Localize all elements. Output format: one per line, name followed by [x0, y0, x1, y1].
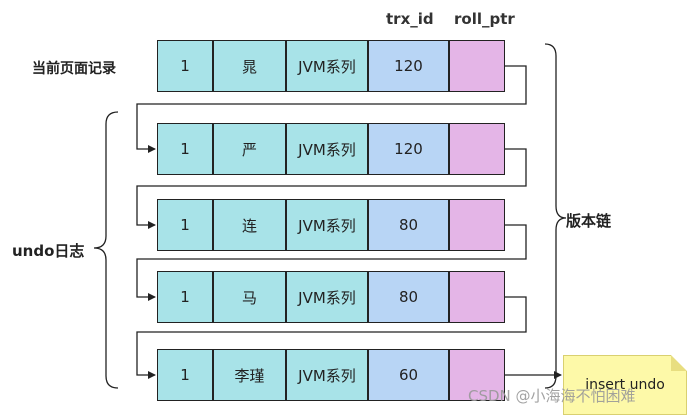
undo-log-label: undo日志: [12, 242, 85, 260]
record-trx-id-cell: 60: [368, 349, 449, 401]
roll-ptr-arrow: [136, 65, 527, 153]
version-chain-brace: [544, 43, 567, 389]
record-name-cell: 李瑾: [213, 349, 286, 401]
undo-log-brace: [93, 111, 119, 389]
record-roll-ptr-cell: [449, 271, 505, 323]
current-record-label: 当前页面记录: [32, 61, 116, 77]
watermark: CSDN @小海海不怕困难: [468, 387, 636, 405]
record-trx-id-cell: 120: [368, 40, 449, 92]
record-series-cell: JVM系列: [286, 40, 368, 92]
record-roll-ptr-cell: [449, 349, 505, 401]
record-roll-ptr-cell: [449, 123, 505, 175]
record-id-cell: 1: [157, 40, 213, 92]
trx-id-header: trx_id: [386, 10, 434, 28]
record-id-cell: 1: [157, 349, 213, 401]
roll-ptr-arrow: [136, 148, 527, 229]
record-series-cell: JVM系列: [286, 123, 368, 175]
roll-ptr-header: roll_ptr: [454, 10, 515, 28]
version-chain-label: 版本链: [566, 212, 612, 230]
record-trx-id-cell: 120: [368, 123, 449, 175]
record-id-cell: 1: [157, 271, 213, 323]
roll-ptr-arrow: [136, 296, 527, 379]
record-name-cell: 严: [213, 123, 286, 175]
record-name-cell: 连: [213, 199, 286, 251]
record-id-cell: 1: [157, 199, 213, 251]
record-name-cell: 马: [213, 271, 286, 323]
insert-undo-label: insert undo: [585, 377, 665, 393]
insert-undo-note: insert undo: [563, 355, 687, 415]
record-series-cell: JVM系列: [286, 199, 368, 251]
roll-ptr-arrow: [136, 224, 527, 301]
record-series-cell: JVM系列: [286, 271, 368, 323]
record-series-cell: JVM系列: [286, 349, 368, 401]
record-id-cell: 1: [157, 123, 213, 175]
record-trx-id-cell: 80: [368, 199, 449, 251]
record-trx-id-cell: 80: [368, 271, 449, 323]
record-roll-ptr-cell: [449, 199, 505, 251]
record-name-cell: 晁: [213, 40, 286, 92]
record-roll-ptr-cell: [449, 40, 505, 92]
